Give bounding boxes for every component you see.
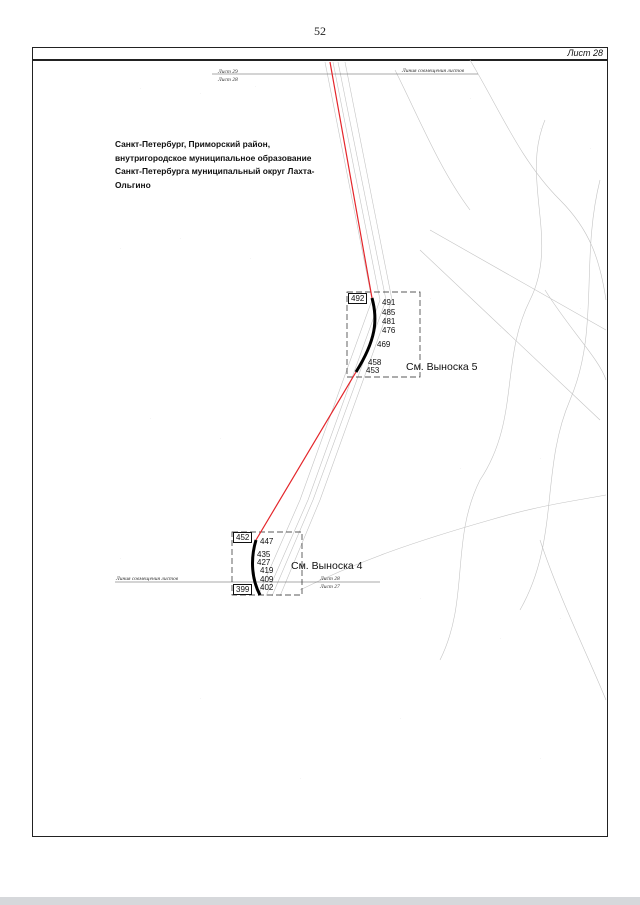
svg-text:·: · [220, 437, 221, 441]
svg-text:·: · [560, 617, 561, 621]
point-label: 419 [260, 566, 274, 575]
point-label: 492 [348, 293, 368, 304]
point-label: 476 [382, 326, 396, 335]
point-label: 447 [260, 537, 274, 546]
point-label: 452 [233, 532, 253, 543]
point-label: 402 [260, 583, 274, 592]
route-segment-callout5 [354, 297, 377, 373]
contour [469, 59, 607, 301]
contour [439, 119, 546, 661]
svg-text:·: · [180, 237, 181, 241]
svg-text:·: · [300, 777, 301, 781]
svg-text:·: · [500, 637, 501, 641]
svg-text:·: · [200, 697, 201, 701]
svg-text:·: · [540, 457, 541, 461]
top-sheet-below-label: Лист 28 [218, 77, 238, 83]
point-label: 409 [260, 575, 274, 584]
contour [394, 69, 471, 211]
point-label: 469 [377, 340, 391, 349]
page-number: 52 [314, 24, 326, 38]
svg-text:·: · [400, 717, 401, 721]
road-edge [257, 61, 373, 597]
bottom-sheet-above-label: Лист 28 [320, 576, 340, 582]
route-line [255, 61, 373, 541]
bottom-joint-line-label: Линия совмещения листов [116, 576, 179, 582]
svg-text:·: · [540, 127, 541, 131]
svg-text:·: · [580, 307, 581, 311]
point-label: 427 [257, 558, 271, 567]
callout4-label: См. Выноска 4 [291, 560, 363, 572]
svg-text:·: · [120, 247, 121, 251]
svg-text:·: · [420, 597, 421, 601]
road-edge [271, 61, 387, 597]
callout5-label: См. Выноска 5 [406, 361, 478, 373]
svg-text:·: · [120, 557, 121, 561]
svg-text:·: · [430, 297, 431, 301]
svg-text:·: · [590, 147, 591, 151]
point-label: 485 [382, 308, 396, 317]
svg-text:·: · [150, 417, 151, 421]
map-frame [32, 60, 608, 837]
address-text: Санкт-Петербург, Приморский район, внутр… [115, 139, 315, 190]
callout4-box [231, 531, 303, 596]
point-label: 458 [368, 358, 382, 367]
point-label: 453 [366, 366, 380, 375]
svg-text:·: · [540, 757, 541, 761]
road-edge [265, 61, 381, 597]
svg-text:·: · [250, 257, 251, 261]
point-label: 481 [382, 317, 396, 326]
svg-text:·: · [470, 97, 471, 101]
contour [544, 289, 607, 381]
svg-text:·: · [200, 92, 201, 96]
contour [539, 539, 607, 701]
bottom-sheet-below-label: Лист 27 [320, 584, 340, 590]
top-sheet-above-label: Лист 29 [218, 69, 238, 75]
sheet-label: Лист 28 [567, 48, 603, 58]
callout5-box [346, 291, 421, 378]
svg-text:·: · [255, 85, 256, 89]
scan-bottom-strip [0, 897, 640, 905]
svg-text:·: · [460, 467, 461, 471]
contour [299, 494, 607, 591]
elevation-marks: · · · · · · · · · · · · · · · · · · · · · · · · [120, 85, 591, 781]
sheet-header: Лист 28 [32, 47, 608, 60]
top-joint-line-label: Линия совмещения листов [402, 68, 465, 74]
svg-text:·: · [500, 327, 501, 331]
contour [429, 229, 607, 331]
road-edge [279, 61, 393, 597]
point-label: 491 [382, 298, 396, 307]
svg-text:·: · [140, 87, 141, 91]
point-label: 399 [233, 584, 253, 595]
route-segment-callout4 [251, 539, 262, 596]
point-label: 435 [257, 550, 271, 559]
contour [519, 179, 601, 611]
contour [419, 249, 601, 421]
